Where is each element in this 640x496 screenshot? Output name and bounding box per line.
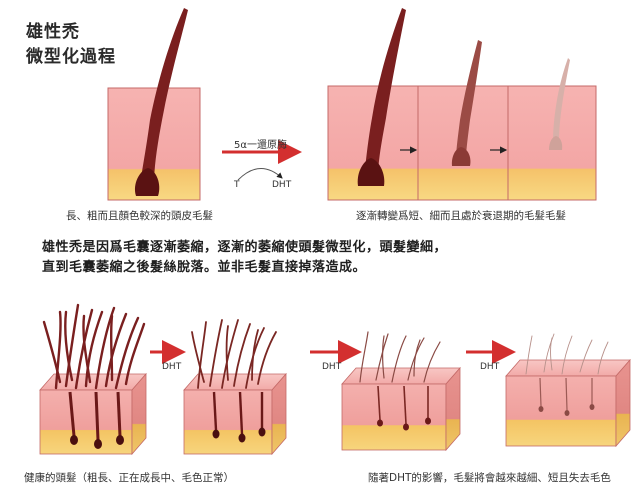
skin-block-stage-2 [183,319,287,456]
top-left-caption: 長、粗而且顏色較深的頭皮毛髮 [66,210,213,222]
title-line-1: 雄性禿 [26,22,80,42]
skin-block-stage-4 [505,333,631,448]
dht-label-1: DHT [162,362,182,372]
top-right-caption: 逐漸轉變爲短、細而且處於衰退期的毛髮毛髮 [356,210,566,222]
description-line-2: 直到毛囊萎縮之後髮絲脫落。並非毛髮直接掉落造成。 [42,260,367,275]
skin-block-healthy [39,303,147,456]
testosterone-label: T [234,180,240,190]
enzyme-label: 5α一還原脢 [234,140,287,151]
bottom-left-caption: 健康的頭髮（粗長、正在成長中、毛色正常） [24,472,234,484]
bottom-right-caption: 隨著DHT的影響，毛髮將會越來越細、短且失去毛色 [368,472,611,484]
dht-label-3: DHT [480,362,500,372]
shrinking-follicles-top [327,8,597,201]
healthy-follicle-top [107,8,201,201]
title-line-2: 微型化過程 [26,47,116,67]
conversion-arrow [222,140,302,181]
dht-label-top: DHT [272,180,292,190]
skin-block-stage-3 [341,331,461,452]
dht-label-2: DHT [322,362,342,372]
diagram-title: 雄性禿 微型化過程 [26,20,116,70]
description-line-1: 雄性禿是因爲毛囊逐漸萎縮，逐漸的萎縮使頭髮微型化，頭髮變細， [42,240,448,255]
description: 雄性禿是因爲毛囊逐漸萎縮，逐漸的萎縮使頭髮微型化，頭髮變細， 直到毛囊萎縮之後髮… [42,238,447,278]
